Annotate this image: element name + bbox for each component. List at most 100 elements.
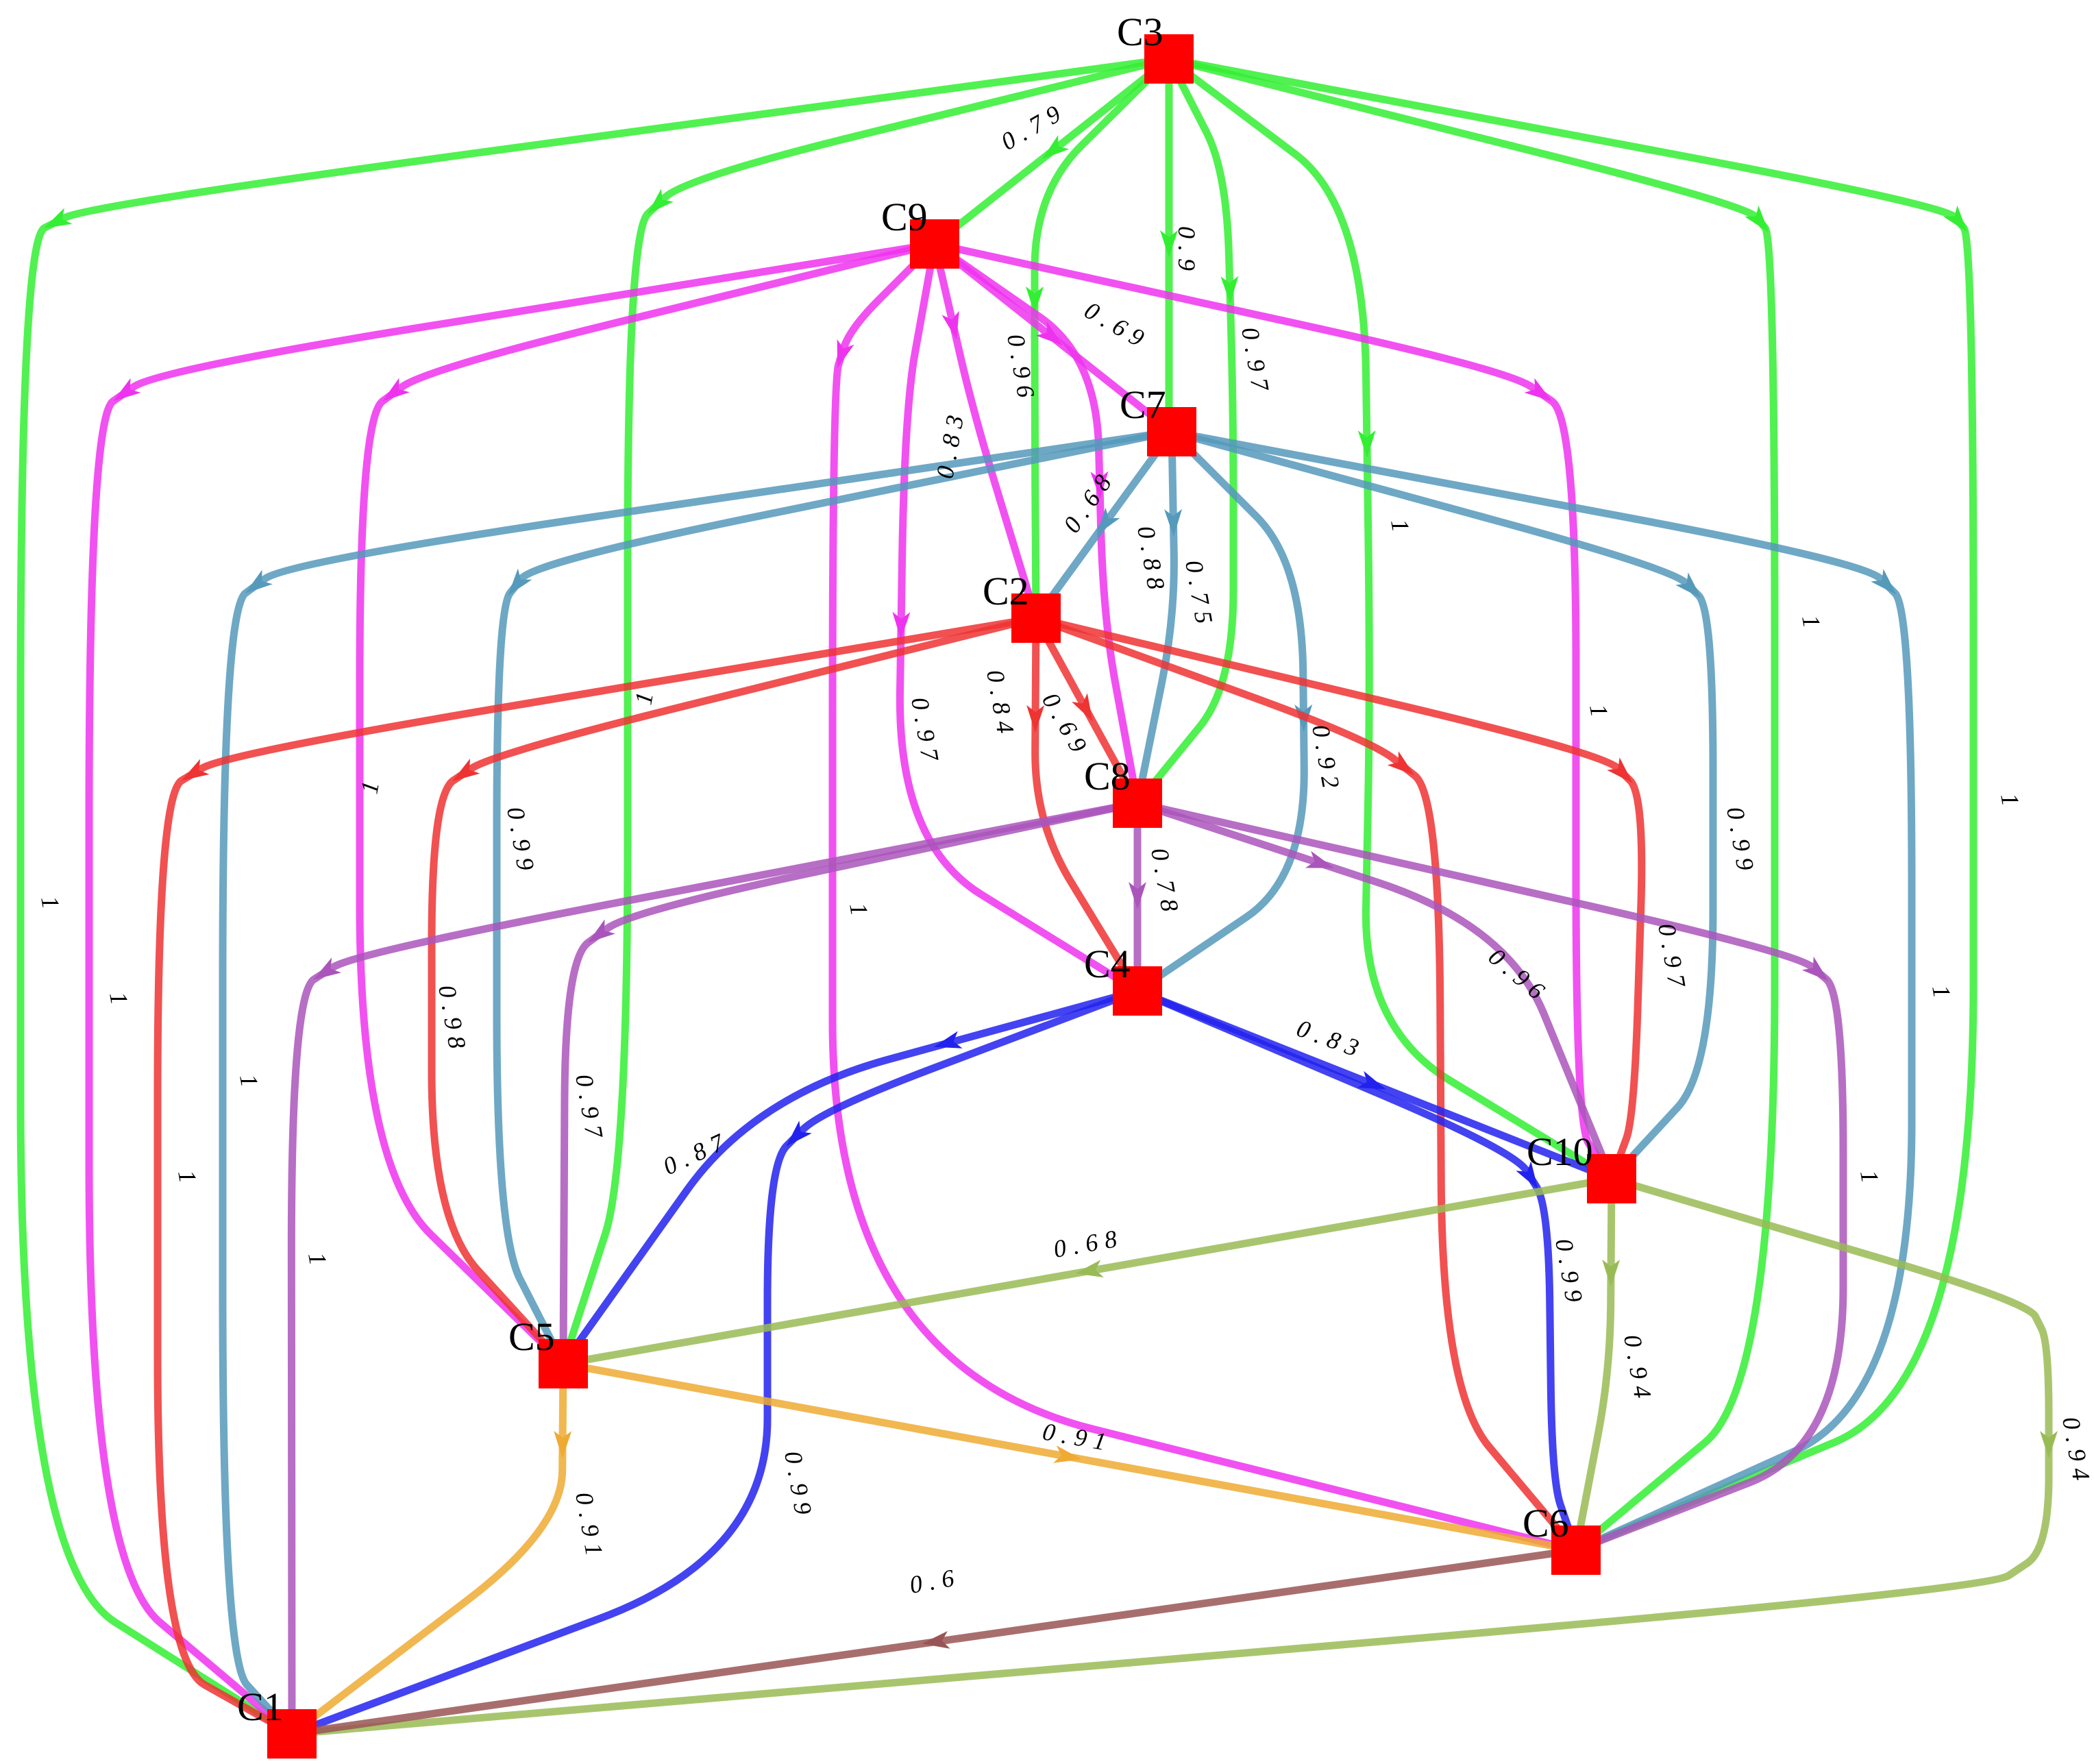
edge-arrow-c9-c6 (837, 339, 854, 369)
node-label-c5: C5 (508, 1314, 555, 1359)
edge-arrow-c6-c1 (922, 1631, 950, 1649)
edge-arrow-c2-c6 (1387, 751, 1415, 776)
edge-label-c9-c8: 0.83 (931, 406, 970, 480)
edge-label-c10-c5: 0.68 (1051, 1224, 1125, 1263)
edge-label-c9-c10: 1 (1584, 702, 1614, 726)
edge-arrow-c8-c10 (1305, 850, 1335, 868)
node-c3: C3 (1117, 10, 1194, 84)
node-box-c10 (1587, 1154, 1636, 1203)
edge-c2-c5 (428, 614, 1040, 1368)
edge-label-c5-c1: 0.91 (570, 1490, 609, 1564)
edge-label-c3-c8: 0.97 (1236, 325, 1275, 399)
edge-label-c7-c10: 0.99 (1721, 805, 1760, 879)
edge-arrow-c3-c1 (43, 208, 73, 229)
edge-arrow-c2-c4 (1026, 705, 1045, 733)
node-c1: C1 (237, 1685, 317, 1759)
edge-c9-c5 (356, 240, 939, 1368)
edge-c10-c6 (1572, 1175, 1616, 1554)
node-label-c7: C7 (1120, 382, 1166, 427)
node-box-c1 (267, 1709, 317, 1759)
edge-arrow-c2-c8 (1072, 693, 1093, 722)
node-label-c8: C8 (1084, 754, 1131, 798)
edge-label-c8-c4: 0.78 (1146, 846, 1185, 920)
node-c9: C9 (881, 195, 959, 269)
edge-c7-c10 (1168, 428, 1717, 1183)
edge-c8-c5 (559, 799, 1142, 1368)
edge-label-c3-c1: 1 (36, 894, 66, 918)
edge-label-c8-c6: 1 (1855, 1168, 1885, 1192)
node-c10: C10 (1527, 1129, 1636, 1203)
edge-arrow-c9-c4 (892, 611, 911, 639)
node-label-c6: C6 (1523, 1501, 1569, 1545)
node-box-c9 (910, 219, 959, 269)
edge-label-c4-c6: 0.99 (1550, 1236, 1589, 1310)
edge-label-c2-c4: 0.84 (981, 667, 1020, 742)
edge-label-c3-c7: 0.9 (1173, 226, 1200, 278)
edge-c3-c10 (1165, 55, 1616, 1183)
edge-label-c3-c6: 1 (1797, 613, 1827, 637)
edge-arrow-c3-c7 (1160, 230, 1178, 258)
node-label-c3: C3 (1117, 10, 1163, 54)
edge-c8-c6 (1133, 799, 1847, 1554)
edge-arrow-c7-c8 (1164, 509, 1183, 537)
edge-c4-c6 (1133, 987, 1580, 1554)
edge-c7-c8 (1133, 428, 1178, 807)
edge-arrow-c8-c4 (1129, 882, 1146, 909)
edge-label-c7-c1: 1 (234, 1072, 264, 1096)
edge-arrow-c7-c1 (245, 569, 273, 593)
edge-c7-c6 (1168, 428, 1916, 1554)
edge-label-c8-c10: 0.96 (1483, 942, 1555, 1009)
edge-arrow-c7-c5 (508, 568, 532, 596)
node-box-c8 (1113, 779, 1162, 828)
edge-label-c2-c5: 0.98 (433, 983, 472, 1057)
edge-arrow-c3-c9 (1042, 135, 1070, 160)
edge-c3-c1 (16, 55, 1173, 1738)
edge-c9-c4 (896, 240, 1142, 995)
edge-c7-c5 (493, 428, 1176, 1368)
edge-label-c9-c7: 0.69 (1080, 296, 1155, 355)
edge-label-c6-c1: 0.6 (907, 1563, 963, 1598)
edge-arrow-c7-c10 (1675, 572, 1701, 598)
edge-arrow-c3-c2 (1026, 286, 1044, 314)
edge-arrow-c5-c6 (1053, 1445, 1082, 1463)
edge-label-c7-c8: 0.88 (1132, 524, 1171, 598)
edge-c10-c1 (288, 1175, 2053, 1738)
edge-arrow-c7-c6 (1871, 569, 1897, 595)
edge-arrow-c2-c10 (1607, 757, 1633, 783)
edge-arrow-c9-c2 (941, 310, 959, 340)
edge-label-c9-c4: 0.97 (906, 695, 945, 769)
edge-arrow-c9-c8 (1090, 471, 1109, 499)
edge-c7-c1 (219, 428, 1176, 1738)
edge-label-c9-c1: 1 (104, 990, 134, 1014)
edge-arrow-c3-c8 (1220, 275, 1239, 304)
edge-arrow-c8-c6 (1801, 956, 1829, 981)
edge-c5-c1 (288, 1360, 567, 1738)
edge-c3-c6 (1165, 55, 1779, 1554)
node-c8: C8 (1084, 754, 1162, 828)
edge-c8-c1 (287, 799, 1142, 1738)
edge-c3-c5 (559, 55, 1173, 1368)
edge-c4-c1 (288, 987, 1142, 1738)
node-box-c6 (1551, 1526, 1601, 1575)
edge-arrow-c4-c1 (786, 1120, 812, 1147)
edge-c3-c8 (1133, 55, 1237, 807)
edge-label-c7-c5: 0.99 (502, 805, 541, 879)
node-c2: C2 (983, 569, 1061, 643)
node-label-c9: C9 (881, 195, 928, 239)
node-label-c4: C4 (1084, 942, 1131, 986)
edge-arrow-c5-c1 (554, 1430, 572, 1458)
edge-c9-c2 (931, 240, 1040, 622)
edge-arrow-c9-c10 (1524, 378, 1552, 402)
node-c4: C4 (1084, 942, 1162, 1016)
edge-arrow-c10-c6 (1602, 1259, 1621, 1287)
edge-c9-c10 (931, 240, 1616, 1183)
edge-c2-c10 (1032, 614, 1646, 1183)
edge-c2-c6 (1032, 614, 1580, 1554)
edge-label-c9-c5: 1 (355, 772, 385, 796)
edge-label-c8-c1: 1 (303, 1250, 333, 1274)
node-box-c3 (1144, 34, 1194, 84)
edge-arrow-c9-c7 (1035, 321, 1063, 346)
edge-arrow-c3-c6 (1745, 205, 1769, 233)
